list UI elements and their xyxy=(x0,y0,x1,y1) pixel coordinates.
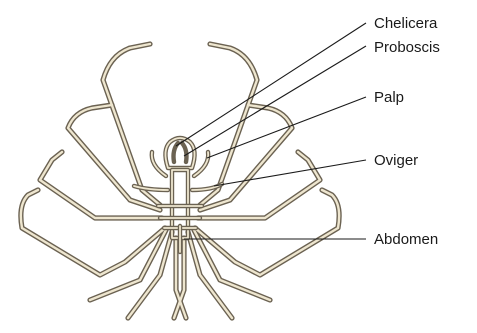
proboscis-label: Proboscis xyxy=(374,39,440,56)
chelicera-right xyxy=(182,143,187,162)
legs-inner xyxy=(21,44,339,318)
palp-label: Palp xyxy=(374,89,404,106)
chelicera-left xyxy=(174,143,179,162)
chelicera-label: Chelicera xyxy=(374,15,438,32)
oviger-label: Oviger xyxy=(374,152,418,169)
proboscis-leader xyxy=(184,46,366,156)
labels: Chelicera Proboscis Palp Oviger Abdomen xyxy=(374,15,440,248)
chelicera-leader xyxy=(176,23,366,146)
oviger-leader xyxy=(214,160,366,186)
legs-outline xyxy=(21,44,339,318)
abdomen-label: Abdomen xyxy=(374,231,438,248)
